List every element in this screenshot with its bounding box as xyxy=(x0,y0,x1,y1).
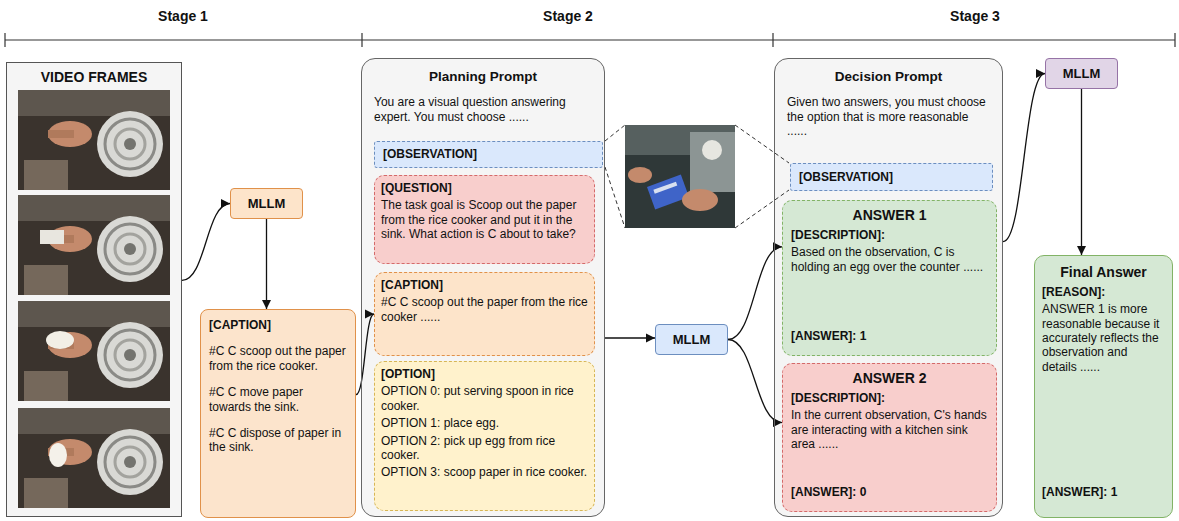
video-frame xyxy=(18,90,170,508)
question-box: [QUESTION] The task goal is Scoop out the… xyxy=(374,175,595,264)
stage-label: Stage 2 xyxy=(508,8,628,24)
heading-text: [QUESTION] xyxy=(381,181,588,195)
heading-text: Decision Prompt xyxy=(787,69,990,85)
final-answer-box: Final Answer [REASON]: ANSWER 1 is more re… xyxy=(1034,255,1173,518)
flow-arrow xyxy=(266,219,267,309)
frames-panel: VIDEO FRAMES xyxy=(6,62,182,517)
caption-box: [CAPTION] #C C scoop out the paper from t… xyxy=(200,309,356,518)
stage-label: Stage 3 xyxy=(915,8,1035,24)
body-text: In the current observation, C's hands ar… xyxy=(791,408,988,451)
model-box: MLLM xyxy=(1045,58,1118,89)
body-text: #C C move paper towards the sink. xyxy=(209,385,347,414)
body-text: The task goal is Scoop out the paper fro… xyxy=(381,198,588,241)
body-text: OPTION 0: put serving spoon in rice cook… xyxy=(381,384,588,413)
option-box: [OPTION] OPTION 0: put serving spoon in r… xyxy=(374,361,595,511)
body-text: Given two answers, you must choose the o… xyxy=(787,95,990,138)
body-text: [ANSWER]: 1 xyxy=(791,329,988,343)
flow-arrow xyxy=(605,337,655,338)
caption-box: [CAPTION] #C C scoop out the paper from t… xyxy=(374,272,595,356)
heading-text: [DESCRIPTION]: xyxy=(791,228,988,242)
body-text: [ANSWER]: 1 xyxy=(1042,485,1165,499)
heading-text: Planning Prompt xyxy=(374,69,592,85)
flow-arrow xyxy=(182,204,230,281)
stage-label: Stage 1 xyxy=(123,8,243,24)
answer-box: ANSWER 2 [DESCRIPTION]: In the current obs… xyxy=(782,363,997,512)
body-text: MLLM xyxy=(235,196,298,212)
stage-bar xyxy=(5,33,1175,47)
body-text: #C C dispose of paper in the sink. xyxy=(209,426,347,455)
body-text: #C C scoop out the paper from the rice c… xyxy=(381,295,588,324)
heading-text: [CAPTION] xyxy=(381,278,588,292)
heading-text: [CAPTION] xyxy=(209,318,347,332)
body-text: [ANSWER]: 0 xyxy=(791,485,988,499)
body-text: MLLM xyxy=(1050,66,1113,82)
answer-box: ANSWER 1 [DESCRIPTION]: Based on the obser… xyxy=(782,200,997,356)
observation-image xyxy=(625,125,735,228)
heading-text: [REASON]: xyxy=(1042,285,1165,299)
heading-text: [DESCRIPTION]: xyxy=(791,391,988,405)
leader-line xyxy=(605,125,789,228)
heading-text: Final Answer xyxy=(1042,264,1165,281)
body-text: OPTION 1: place egg. xyxy=(381,416,588,430)
body-text: You are a visual question answering expe… xyxy=(374,95,592,124)
panel-fill xyxy=(6,58,1003,517)
heading-text: ANSWER 1 xyxy=(791,207,988,224)
body-text: [OBSERVATION] xyxy=(383,147,594,161)
model-box: MLLM xyxy=(230,188,303,219)
model-box: MLLM xyxy=(655,324,728,355)
body-text: MLLM xyxy=(660,332,723,348)
heading-text: [OPTION] xyxy=(381,367,588,381)
body-text: VIDEO FRAMES xyxy=(13,69,175,86)
body-text: OPTION 3: scoop paper in rice cooker. xyxy=(381,465,588,479)
flow-arrow xyxy=(1003,74,1045,242)
body-text: ANSWER 1 is more reasonable because it a… xyxy=(1042,302,1165,374)
observation-box: [OBSERVATION] xyxy=(790,163,993,191)
prompt-panel: Decision PromptGiven two answers, you mu… xyxy=(774,58,1003,517)
body-text: #C C scoop out the paper from the rice c… xyxy=(209,344,347,373)
flow-arrow xyxy=(1081,89,1082,255)
body-text: [OBSERVATION] xyxy=(799,170,984,184)
observation-box: [OBSERVATION] xyxy=(374,141,603,168)
heading-text: ANSWER 2 xyxy=(791,370,988,387)
prompt-panel: Planning PromptYou are a visual question… xyxy=(361,58,605,517)
flow-arrow xyxy=(356,314,374,395)
body-text: OPTION 2: pick up egg from rice cooker. xyxy=(381,434,588,463)
body-text: Based on the observation, C is holding a… xyxy=(791,245,988,274)
